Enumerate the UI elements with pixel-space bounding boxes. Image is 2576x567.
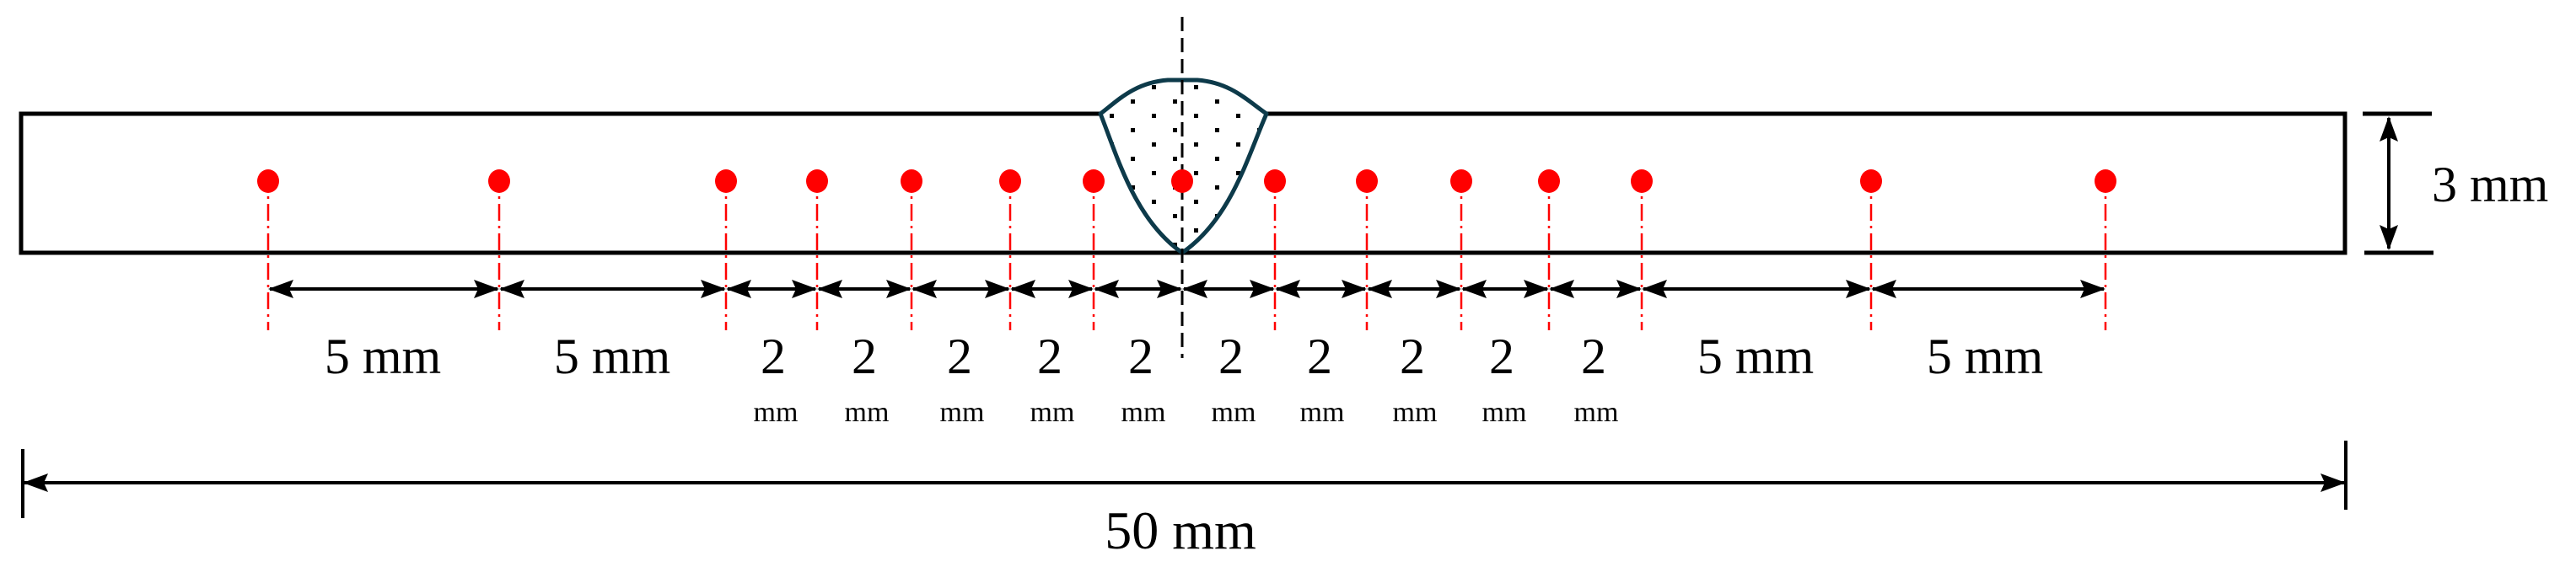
measurement-point: [1171, 169, 1193, 193]
spacing-label-unit: mm: [1030, 397, 1075, 428]
spacing-label-value: 2: [1037, 329, 1062, 384]
spacing-label: 5 mm: [1927, 329, 2043, 384]
spacing-label-unit: mm: [1121, 397, 1166, 428]
measurement-point: [1860, 169, 1882, 193]
spacing-label-value: 2: [761, 329, 786, 384]
spacing-label-unit: mm: [1393, 397, 1438, 428]
spacing-label-value: 2: [1128, 329, 1154, 384]
spacing-label-unit: mm: [1300, 397, 1345, 428]
measurement-point: [1083, 169, 1105, 193]
measurement-point: [1356, 169, 1378, 193]
spacing-label-unit: mm: [1212, 397, 1256, 428]
spacing-label-value: 2: [1400, 329, 1425, 384]
spacing-label-value: 2: [1581, 329, 1606, 384]
spacing-label: 5 mm: [325, 329, 441, 384]
measurement-point: [999, 169, 1021, 193]
measurement-point: [1538, 169, 1560, 193]
spacing-label-value: 2: [1307, 329, 1332, 384]
spacing-label-unit: mm: [845, 397, 890, 428]
spacing-label-unit: mm: [754, 397, 799, 428]
spacing-label: 5 mm: [554, 329, 670, 384]
spacing-label-value: 2: [1218, 329, 1244, 384]
spacing-label-value: 2: [947, 329, 972, 384]
spacing-labels: 5 mm 5 mm 2 mm 2 mm 2 mm 2 mm 2 mm 2 mm 2 mm 2 mm 2 mm 2 mm 5 …: [325, 329, 2043, 428]
measurement-point: [1631, 169, 1653, 193]
measurement-point: [2095, 169, 2116, 193]
measurement-point: [1264, 169, 1286, 193]
measurement-points: [257, 169, 2116, 330]
measurement-point: [901, 169, 922, 193]
measurement-point: [488, 169, 510, 193]
weld-outline: [1098, 78, 1269, 255]
thickness-label: 3 mm: [2432, 157, 2548, 212]
measurement-point: [257, 169, 279, 193]
measurement-point: [715, 169, 737, 193]
spacing-label-unit: mm: [940, 397, 985, 428]
spacing-label: 5 mm: [1697, 329, 1814, 384]
measurement-point: [806, 169, 828, 193]
thickness-dimension: 3 mm: [2363, 111, 2548, 255]
total-length-label: 50 mm: [1105, 500, 1256, 560]
spacing-label-unit: mm: [1482, 397, 1527, 428]
spacing-label-unit: mm: [1574, 397, 1619, 428]
measurement-point: [1450, 169, 1472, 193]
spacing-label-value: 2: [852, 329, 877, 384]
total-length-dimension: 50 mm: [21, 441, 2347, 560]
spacing-label-value: 2: [1489, 329, 1514, 384]
